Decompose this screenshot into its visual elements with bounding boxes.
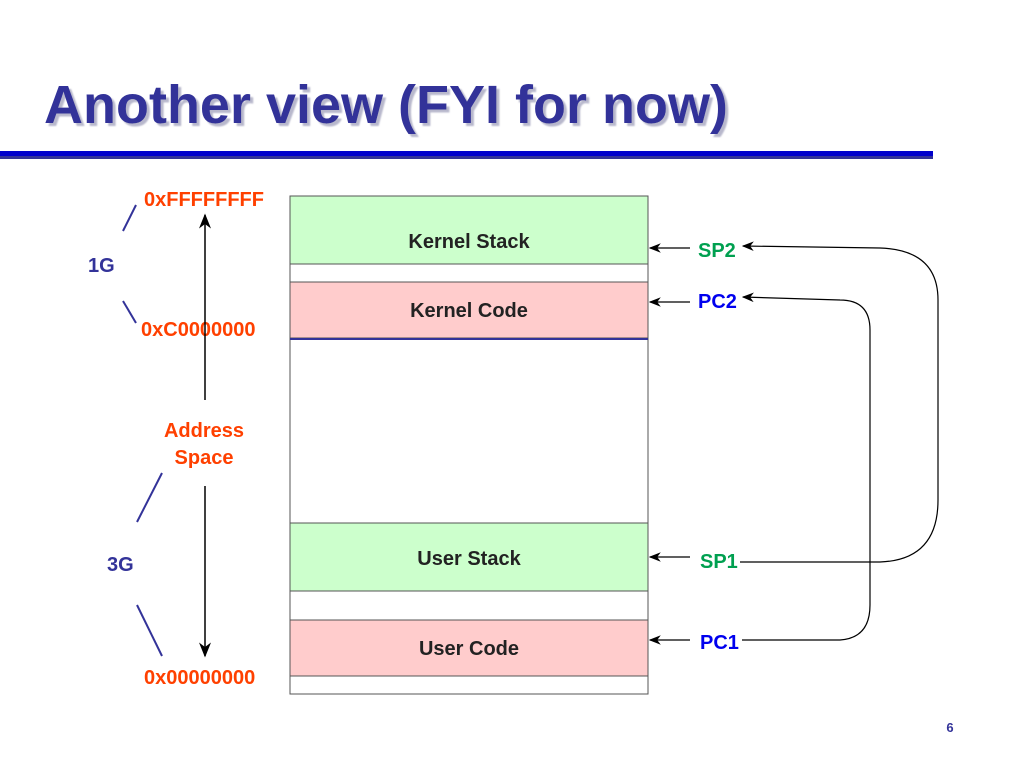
title-rule-shadow — [0, 156, 933, 159]
brace-line — [136, 604, 163, 657]
user-code-region — [289, 619, 649, 677]
page-title: Another view (FYI for now) — [44, 75, 728, 135]
user-stack-region — [289, 522, 649, 592]
user-stack-label: User Stack — [417, 548, 521, 570]
address-top: 0xFFFFFFFF — [144, 189, 264, 211]
kernel-stack-region — [289, 195, 649, 265]
pointers: SP2 PC2 SP1 PC1 — [648, 240, 939, 654]
kernel-code-label: Kernel Code — [410, 300, 528, 322]
address-space-label-2: Space — [175, 447, 234, 469]
brace-line — [136, 472, 163, 523]
pc-switch-curve — [741, 292, 871, 641]
address-space-box — [289, 195, 649, 695]
sp2-label: SP2 — [698, 240, 736, 262]
brace-line — [122, 300, 137, 324]
address-space-label-1: Address — [164, 420, 244, 442]
address-kernel-base: 0xC0000000 — [141, 319, 256, 341]
user-code-label: User Code — [419, 638, 519, 660]
pc2-label: PC2 — [698, 291, 737, 313]
address-bottom: 0x00000000 — [144, 667, 255, 689]
kernel-size-label: 1G — [88, 255, 115, 277]
page-number: 6 — [946, 720, 953, 735]
user-size-label: 3G — [107, 554, 134, 576]
brace-line — [122, 204, 137, 232]
kernel-code-region — [289, 281, 649, 339]
kernel-stack-label: Kernel Stack — [408, 231, 530, 253]
pc1-label: PC1 — [700, 632, 739, 654]
sp1-label: SP1 — [700, 551, 738, 573]
title-rule — [0, 151, 933, 156]
sp-switch-curve — [740, 241, 939, 563]
address-labels: 0xFFFFFFFF 0xC0000000 0x00000000 Address… — [88, 189, 264, 689]
memory-map: Kernel Stack Kernel Code User Stack User… — [289, 195, 649, 695]
